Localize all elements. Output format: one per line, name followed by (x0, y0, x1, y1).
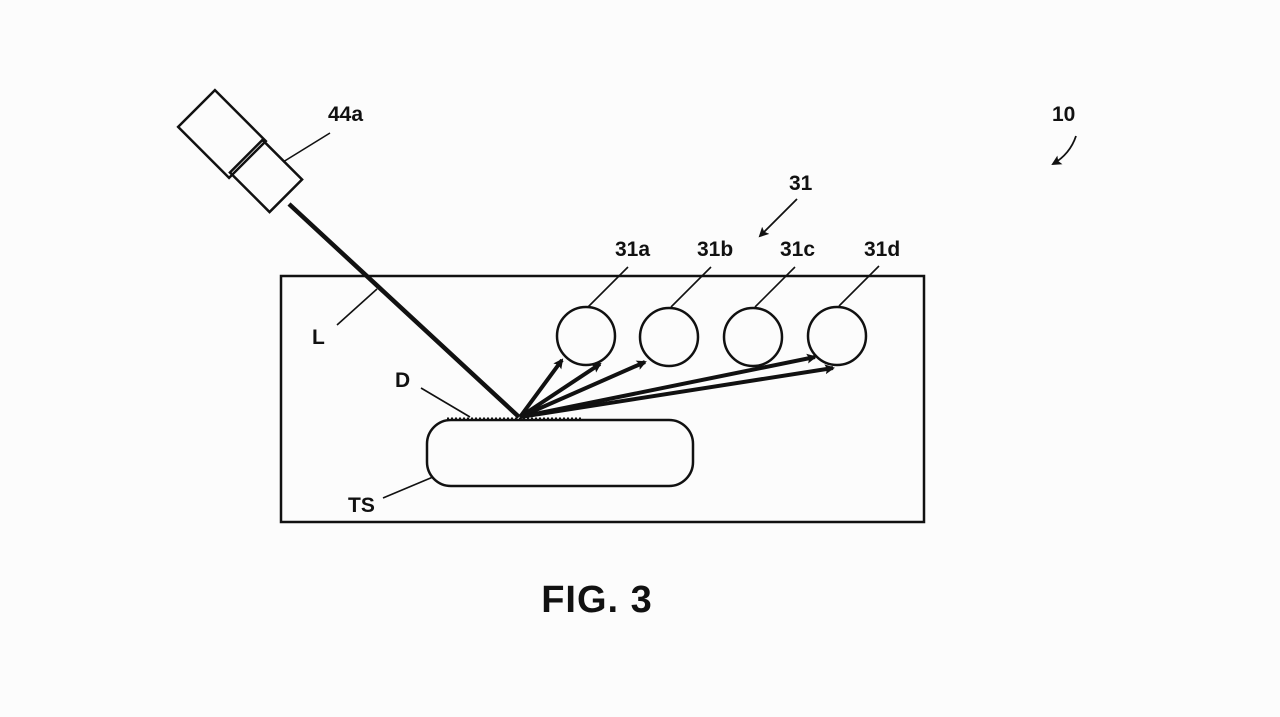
label-31d: 31d (864, 238, 900, 261)
leader-31b (670, 266, 712, 308)
light-beam-l (287, 202, 521, 419)
arrow-10 (1051, 135, 1077, 166)
detector-31a (555, 305, 617, 367)
light-source-body (176, 88, 268, 180)
leader-31d (838, 265, 880, 307)
scatter-arrow-5 (519, 364, 835, 419)
scatter-arrow-1 (518, 358, 564, 419)
leader-lines (282, 132, 880, 499)
leader-31c (754, 266, 796, 308)
label-31b: 31b (697, 238, 733, 261)
leader-ts (382, 476, 434, 499)
scatter-arrow-2 (518, 362, 602, 419)
label-31a: 31a (615, 238, 650, 261)
leader-d (420, 387, 471, 418)
figure-caption: FIG. 3 (541, 579, 653, 621)
scatter-arrow-3 (519, 360, 647, 419)
detector-31c (722, 306, 784, 368)
label-d: D (395, 369, 410, 392)
target-surface-ts (425, 418, 695, 488)
housing-rect (279, 274, 926, 524)
label-10: 10 (1052, 103, 1075, 126)
scatter-arrow-4 (519, 353, 817, 419)
arrow-31 (758, 198, 798, 238)
leader-l (336, 288, 378, 326)
leader-44a (282, 132, 331, 163)
light-source-44a (176, 88, 304, 214)
detector-31b (638, 306, 700, 368)
leader-31a (587, 266, 629, 308)
scatter-arrows (518, 353, 835, 419)
label-l: L (312, 326, 325, 349)
label-ts: TS (348, 494, 375, 517)
detector-31d (806, 305, 868, 367)
label-31: 31 (789, 172, 813, 195)
light-source-head (228, 138, 304, 214)
label-44a: 44a (328, 103, 363, 126)
label-31c: 31c (780, 238, 815, 261)
